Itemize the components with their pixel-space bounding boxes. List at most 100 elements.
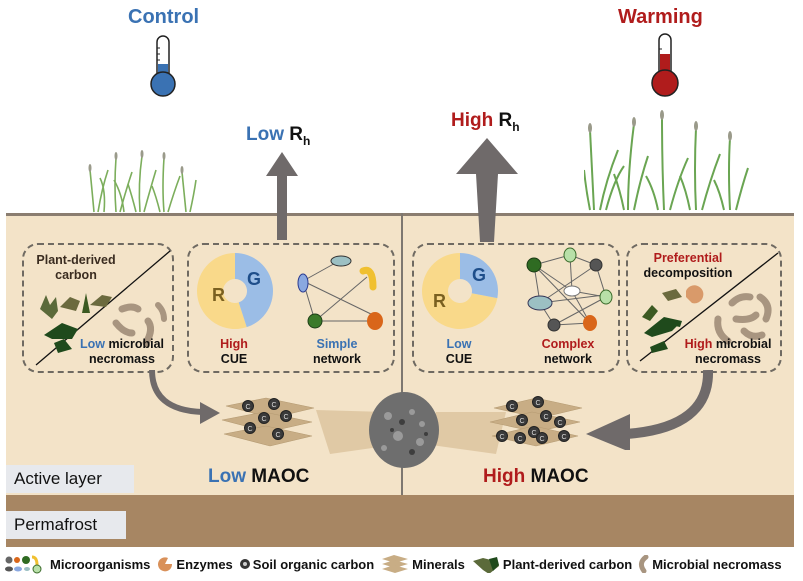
control-cue-pie: R G	[197, 253, 273, 329]
soil-organic-carbon-dot	[496, 430, 508, 442]
enzymes-icon	[158, 557, 173, 572]
carbon-symbol: C	[531, 430, 536, 437]
warming-maoc-level: High	[483, 466, 526, 487]
control-necromass-label: Low microbial necromass	[74, 337, 170, 367]
simple-network-graphic	[297, 255, 383, 330]
control-cue-text: CUE	[220, 352, 248, 366]
control-maoc-level: Low	[208, 466, 246, 487]
soil-organic-carbon-dot	[242, 400, 254, 412]
warming-decomposition-level: Preferential	[653, 251, 723, 265]
warming-pie-r-label: R	[433, 291, 446, 311]
control-respiration-label: Low Rh	[246, 124, 310, 148]
control-respiration-arrow	[266, 152, 298, 240]
control-necromass-text1: microbial	[108, 337, 165, 351]
legend-label: Microbial necromass	[652, 556, 782, 572]
warming-to-maoc-arrow	[586, 370, 714, 450]
control-network-text: network	[313, 352, 361, 366]
legend-label: Plant-derived carbon	[502, 556, 633, 572]
carbon-symbol: C	[543, 414, 548, 421]
warming-cue-pie: R G	[422, 253, 498, 329]
carbon-symbol: C	[499, 434, 504, 441]
warming-cue-level: Low	[446, 337, 472, 351]
carbon-symbol: C	[245, 404, 250, 411]
control-pie-respiration-slice	[197, 253, 247, 329]
warming-title: Warming	[618, 6, 703, 28]
control-necromass-text2: necromass	[88, 352, 155, 366]
warming-decomposition-text: decomposition	[643, 266, 733, 280]
legend-item-enzymes: Enzymes	[156, 555, 233, 573]
soil-organic-carbon-dot	[558, 430, 570, 442]
soil-organic-carbon-dot	[268, 398, 280, 410]
warming-necromass-label: High microbial necromass	[676, 337, 780, 367]
carbon-symbol: C	[271, 402, 276, 409]
soil-organic-carbon-dot	[258, 412, 270, 424]
minerals-icon	[382, 555, 409, 573]
legend-label: Soil organic carbon	[252, 556, 375, 572]
soil-organic-carbon-dot	[528, 426, 540, 438]
soil-organic-carbon-dot	[540, 410, 552, 422]
legend-item-microorganisms: Microorganisms	[4, 554, 150, 574]
control-cue-box: R G High CUE Simple network	[187, 243, 395, 373]
control-respiration-level: Low	[246, 124, 284, 145]
carbon-symbol: C	[539, 436, 544, 443]
legend-label: Minerals	[412, 556, 465, 572]
carbon-symbol: C	[275, 432, 280, 439]
control-cue-level: High	[220, 337, 248, 351]
control-pie-g-label: G	[247, 269, 261, 289]
soil-organic-carbon-dot	[554, 416, 566, 428]
control-necromass-level: Low	[79, 337, 105, 351]
control-maoc-label: Low MAOC	[208, 466, 309, 488]
microbial-necromass-icon	[639, 555, 649, 573]
soil-organic-carbon-dot	[514, 432, 526, 444]
control-network-level: Simple	[316, 337, 358, 351]
warming-respiration-subscript: h	[512, 119, 520, 134]
carbon-symbol: C	[283, 414, 288, 421]
warming-necromass-level: High	[684, 337, 713, 351]
control-respiration-subscript: h	[303, 133, 311, 148]
carbon-symbol: C	[509, 404, 514, 411]
legend: Microorganisms Enzymes Soil organic carb…	[4, 553, 803, 575]
legend-item-soil-organic-carbon: Soil organic carbon	[239, 557, 374, 572]
warming-cue-label: Low CUE	[424, 337, 494, 367]
legend-item-plant-derived-carbon: Plant-derived carbon	[471, 555, 632, 573]
warming-respiration-level: High	[451, 110, 494, 131]
preferential-decomposition-label: Preferential decomposition	[634, 251, 742, 281]
carbon-symbol: C	[561, 434, 566, 441]
warming-maoc-text: MAOC	[530, 466, 589, 487]
complex-network-graphic	[526, 247, 613, 332]
warming-pie-g-label: G	[472, 265, 486, 285]
warming-cue-text: CUE	[445, 352, 473, 366]
control-pie-r-label: R	[212, 285, 225, 305]
soil-organic-carbon-dot	[506, 400, 518, 412]
warming-cue-box: R G Low CUE Complex network	[412, 243, 620, 373]
warming-plant-necromass-graphic	[639, 252, 779, 362]
warming-necromass-text1: microbial	[715, 337, 772, 351]
legend-item-minerals: Minerals	[380, 554, 465, 574]
soil-organic-carbon-dot	[244, 422, 256, 434]
soil-organic-carbon-dot	[280, 410, 292, 422]
complex-network-label: Complex network	[528, 337, 608, 367]
warming-network-text: network	[544, 352, 592, 366]
warming-pie-respiration-slice	[422, 253, 498, 329]
soil-organic-carbon-dot	[536, 432, 548, 444]
permafrost-label: Permafrost	[6, 511, 126, 539]
warming-carbon-box: Preferential decomposition High microbia…	[626, 243, 782, 373]
warming-thermometer-icon	[651, 33, 679, 97]
warming-necromass-text2: necromass	[694, 352, 761, 366]
soil-organic-carbon-dot	[516, 414, 528, 426]
soil-organic-carbon-dot	[532, 396, 544, 408]
warming-respiration-arrow	[456, 138, 518, 242]
control-title: Control	[128, 6, 200, 28]
control-plant-carbon-label: Plant-derived carbon	[36, 253, 116, 282]
legend-label: Microorganisms	[50, 556, 151, 572]
warming-maoc-label: High MAOC	[483, 466, 589, 488]
permafrost-layer	[6, 495, 794, 547]
center-divider	[401, 213, 403, 495]
active-layer-label: Active layer	[6, 465, 134, 493]
warming-network-level: Complex	[541, 337, 595, 351]
control-plant-necromass-graphic	[35, 250, 170, 366]
carbon-symbol: C	[519, 418, 524, 425]
soil-organic-carbon-icon	[239, 559, 250, 569]
carbon-symbol: C	[557, 420, 562, 427]
